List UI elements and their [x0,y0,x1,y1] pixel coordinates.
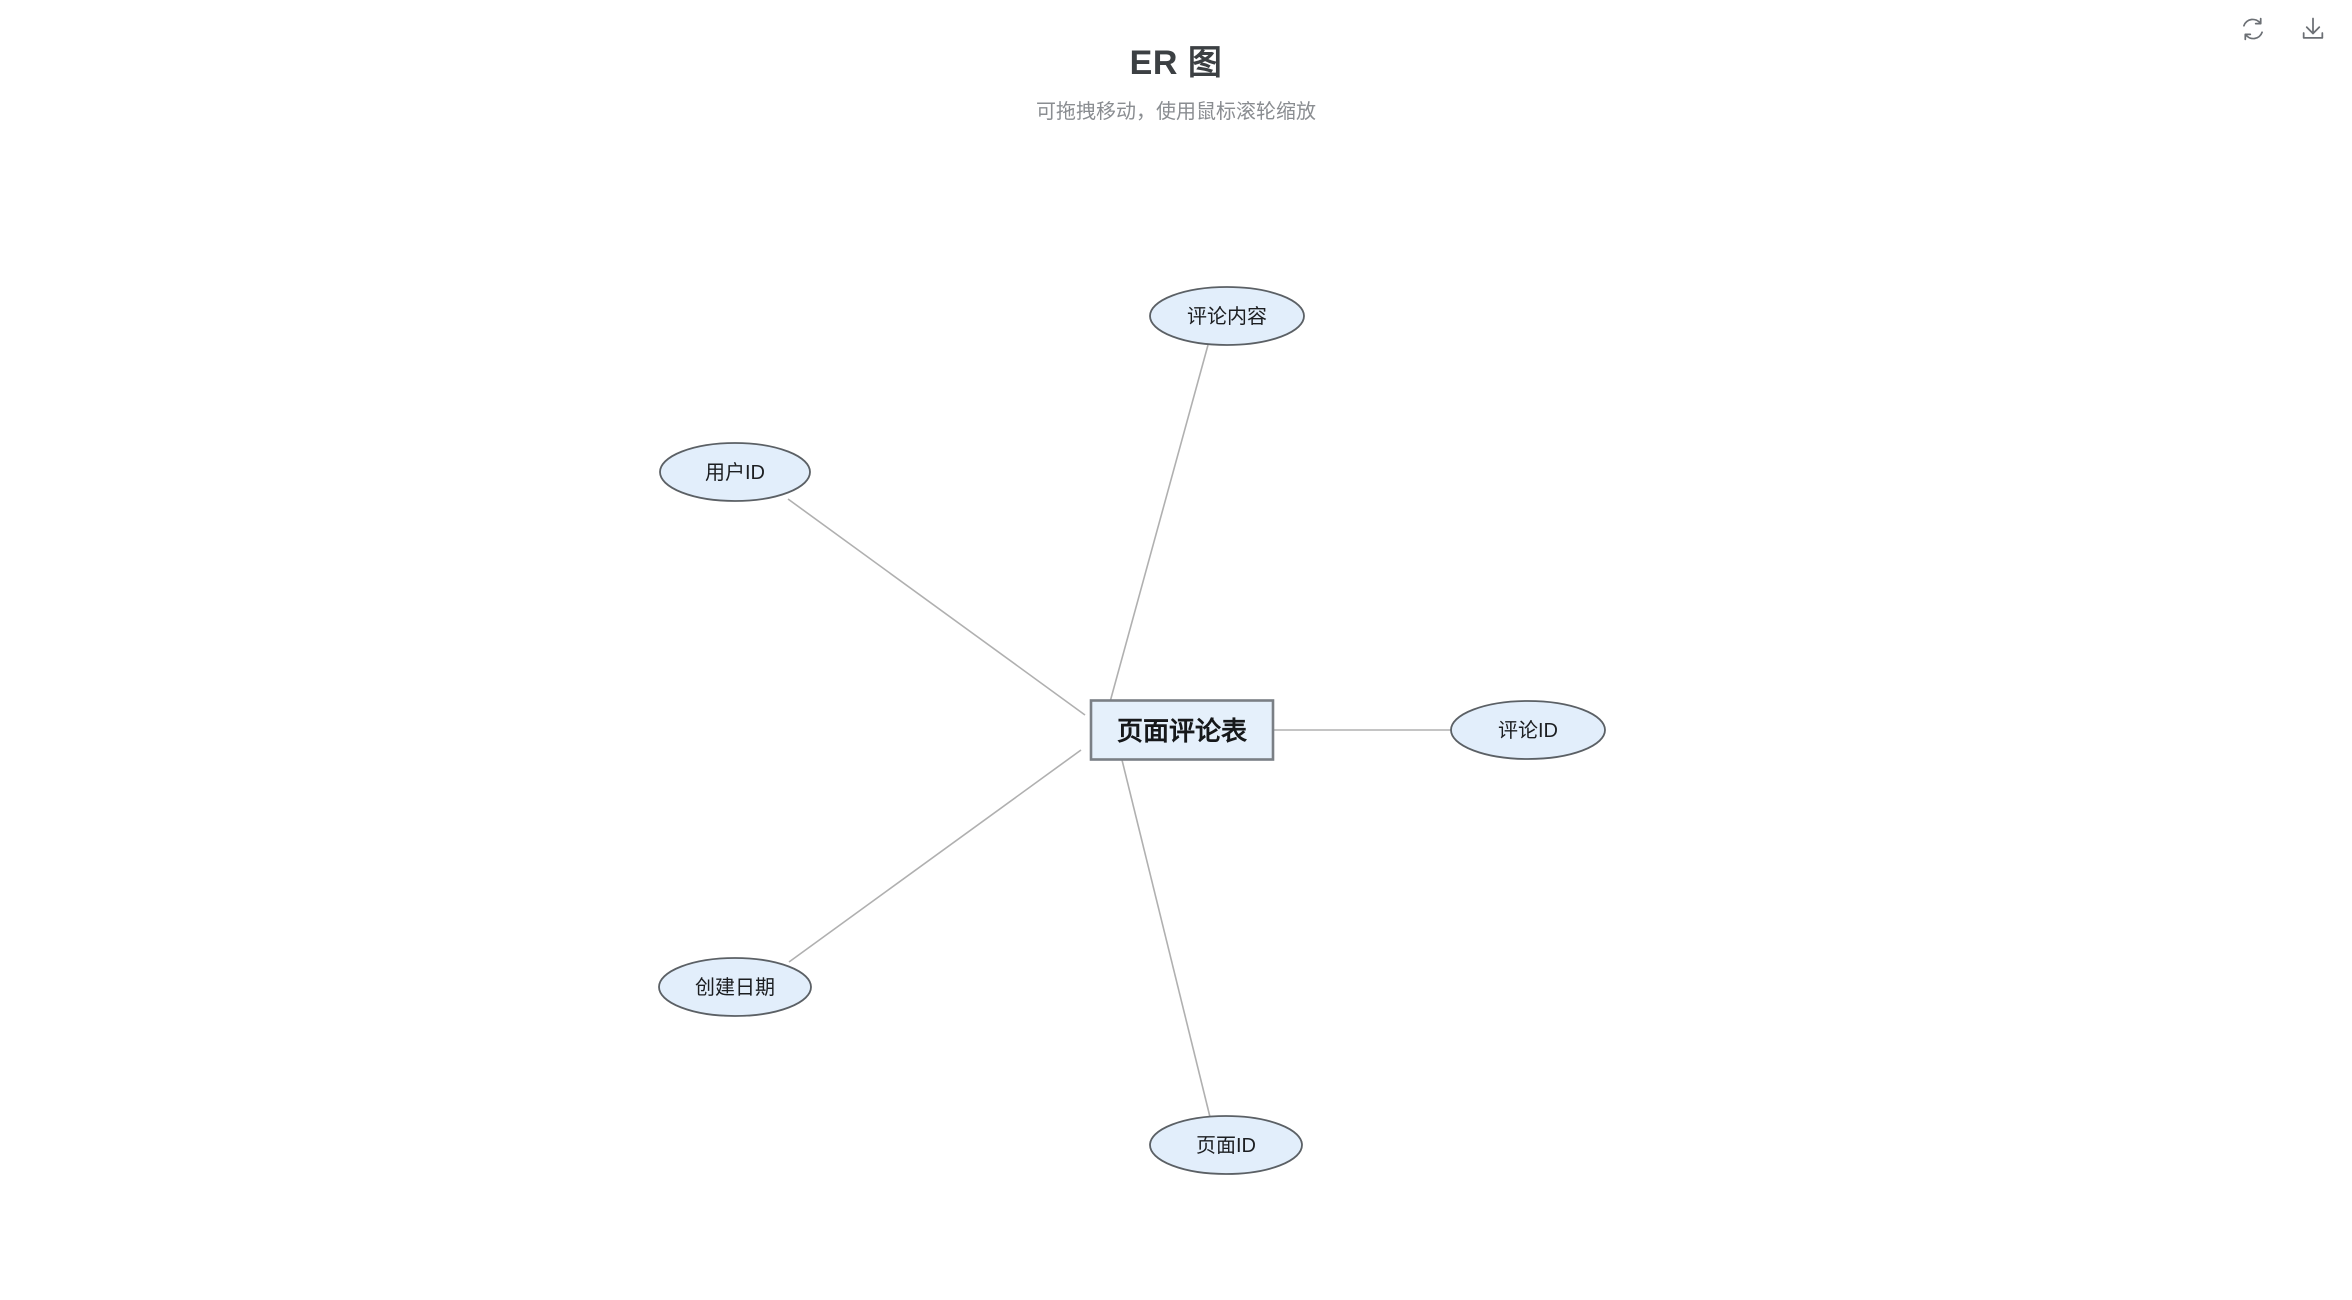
entity-node[interactable]: 页面评论表 [1089,699,1275,761]
edge-page_comments-to-user_id [787,498,1086,716]
attribute-node[interactable]: 评论内容 [1149,286,1305,346]
reset-view-button[interactable] [2236,12,2270,46]
attribute-shape-page_id[interactable] [1149,1115,1303,1175]
attribute-label-user_id: 用户ID [705,461,765,484]
attribute-shape-comment_id[interactable] [1450,700,1606,760]
refresh-icon [2239,15,2267,43]
attribute-shape-user_id[interactable] [659,442,811,502]
edge-page_comments-to-comment_content [1109,344,1209,703]
attribute-node[interactable]: 页面ID [1149,1115,1303,1175]
entity-label-page_comments: 页面评论表 [1117,716,1248,746]
attribute-label-comment_id: 评论ID [1498,719,1558,742]
entity-shape-page_comments[interactable] [1089,699,1275,761]
attribute-label-page_id: 页面ID [1196,1135,1256,1157]
download-button[interactable] [2296,12,2330,46]
edge-page_comments-to-create_date [788,749,1082,963]
attribute-label-create_date: 创建日期 [695,976,775,999]
attribute-node[interactable]: 评论ID [1450,700,1606,760]
edge-page_comments-to-page_id [1121,759,1211,1118]
attribute-node[interactable]: 创建日期 [658,957,812,1017]
attribute-label-comment_content: 评论内容 [1187,305,1267,328]
attribute-shape-comment_content[interactable] [1149,286,1305,346]
download-icon [2299,15,2327,43]
attribute-shape-create_date[interactable] [658,957,812,1017]
edges-layer [787,344,1451,1118]
attribute-node[interactable]: 用户ID [659,442,811,502]
toolbar [2236,12,2330,46]
